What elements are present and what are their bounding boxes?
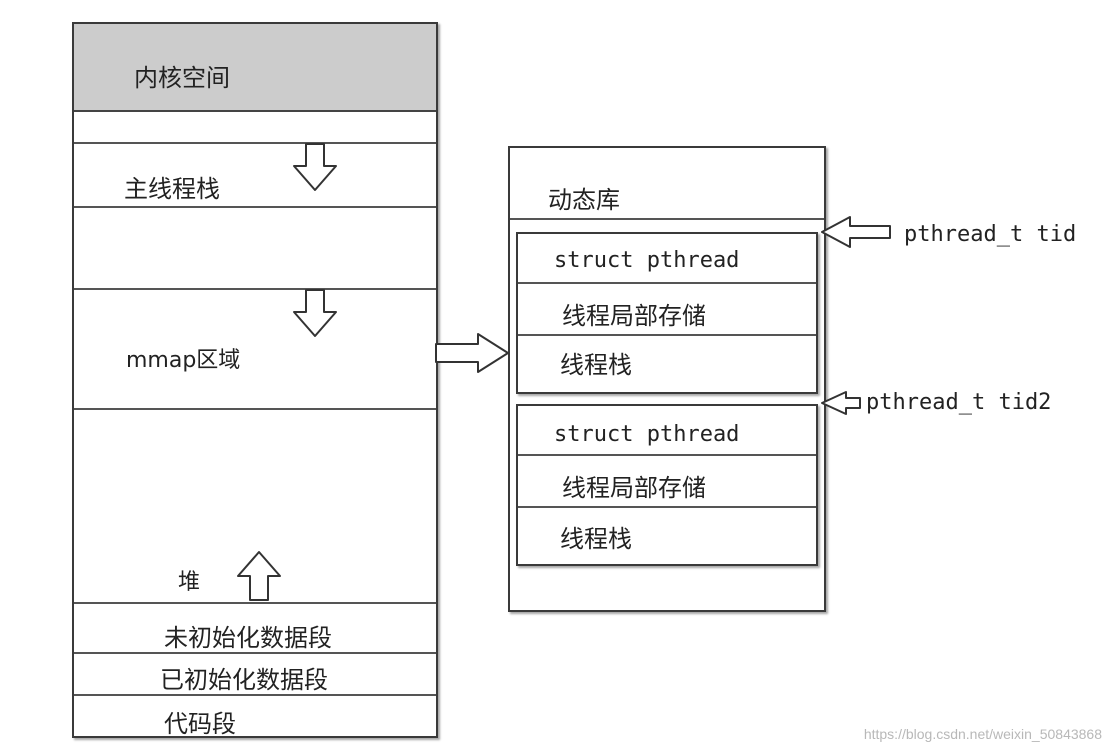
left-arrow-icon	[821, 391, 861, 415]
kernel-space-block: 内核空间	[74, 24, 436, 112]
struct-pthread-label: struct pthread	[554, 422, 740, 447]
divider	[74, 408, 436, 410]
down-arrow-icon	[293, 143, 337, 191]
divider	[74, 602, 436, 604]
divider	[74, 142, 436, 144]
watermark-text: https://blog.csdn.net/weixin_50843868	[863, 726, 1102, 742]
mmap-region-label: mmap区域	[126, 348, 241, 373]
dynamic-library-region: 动态库 struct pthread 线程局部存储 线程栈 struct pth…	[508, 146, 826, 612]
heap-label: 堆	[178, 570, 201, 595]
thread-block-2: struct pthread 线程局部存储 线程栈	[516, 404, 818, 566]
divider	[74, 652, 436, 654]
divider	[74, 694, 436, 696]
right-arrow-icon	[435, 333, 509, 373]
tid-label: pthread_t tid	[904, 222, 1077, 247]
bss-segment-label: 未初始化数据段	[164, 624, 332, 652]
data-segment-label: 已初始化数据段	[160, 666, 328, 694]
main-thread-stack-label: 主线程栈	[124, 175, 220, 203]
divider	[518, 506, 816, 508]
address-space-column: 内核空间 主线程栈 mmap区域 堆 未初始化数据段 已初始化数据段 代码段	[72, 22, 438, 738]
divider	[518, 334, 816, 336]
kernel-space-label: 内核空间	[134, 64, 230, 92]
thread-stack-label: 线程栈	[560, 351, 632, 379]
divider	[510, 218, 824, 220]
thread-stack-label: 线程栈	[560, 525, 632, 553]
down-arrow-icon	[293, 289, 337, 337]
tls-label: 线程局部存储	[562, 302, 706, 330]
text-segment-label: 代码段	[164, 710, 236, 738]
tid2-label: pthread_t tid2	[866, 390, 1052, 415]
struct-pthread-label: struct pthread	[554, 248, 740, 273]
divider	[74, 288, 436, 290]
divider	[74, 206, 436, 208]
left-arrow-icon	[821, 216, 891, 248]
dynamic-library-title: 动态库	[548, 186, 620, 214]
divider	[518, 454, 816, 456]
thread-block-1: struct pthread 线程局部存储 线程栈	[516, 232, 818, 394]
tls-label: 线程局部存储	[562, 474, 706, 502]
divider	[518, 282, 816, 284]
up-arrow-icon	[237, 551, 281, 601]
